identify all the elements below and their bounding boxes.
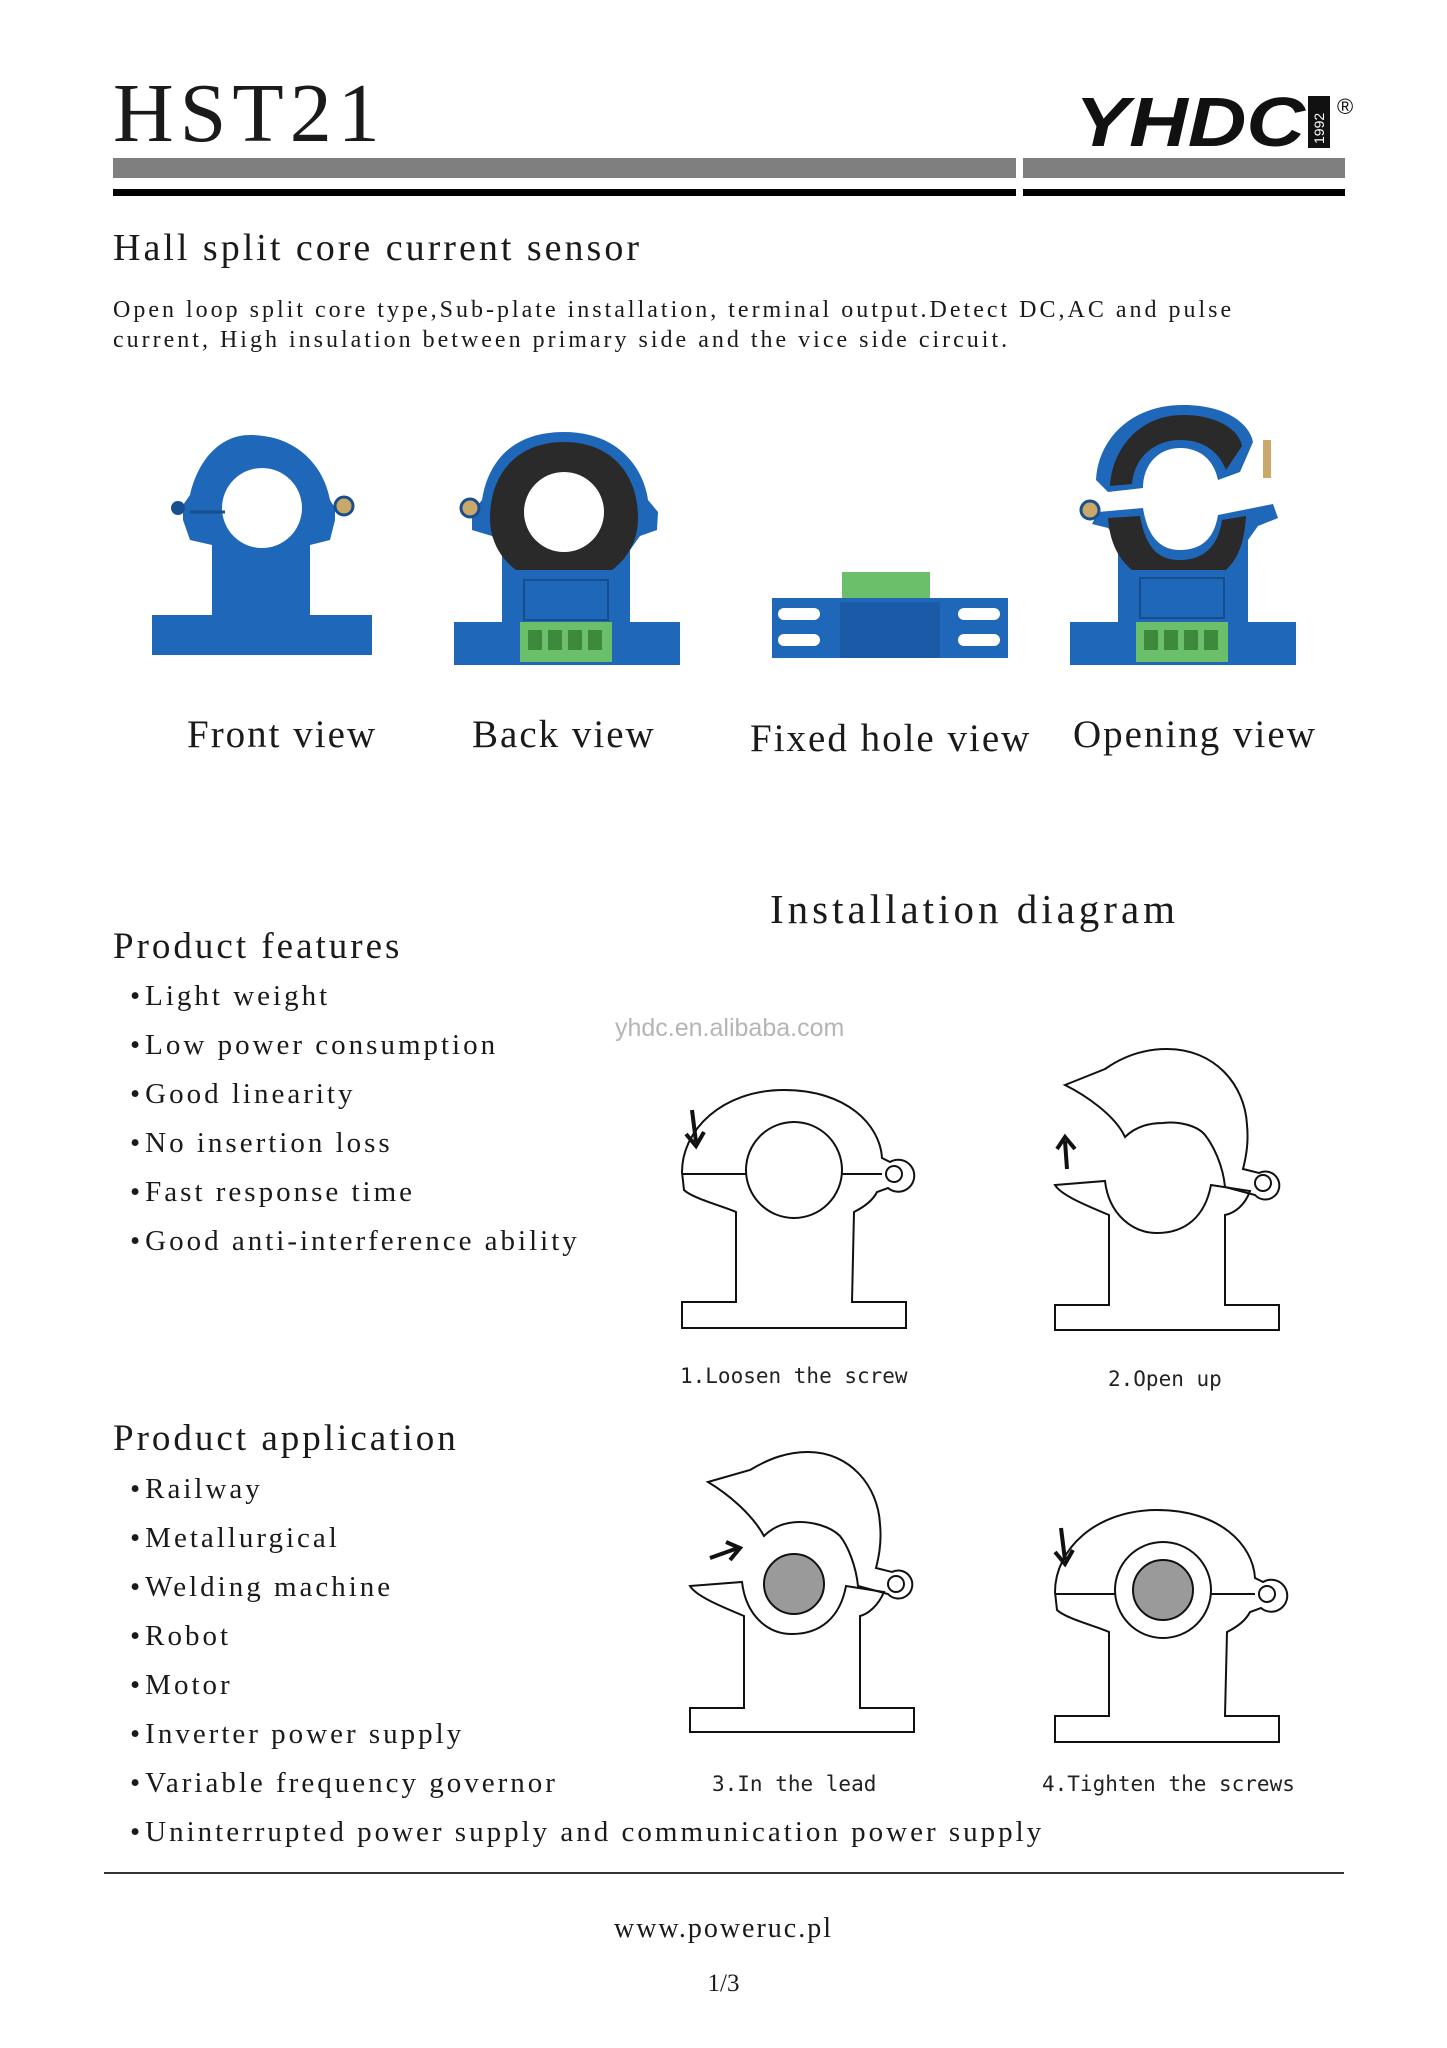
logo-text: YHDC: [1075, 88, 1307, 158]
opening-view-photo: [1070, 405, 1296, 665]
watermark: yhdc.en.alibaba.com: [615, 1014, 845, 1042]
product-description: Open loop split core type,Sub-plate inst…: [113, 295, 1343, 355]
description-line-1: Open loop split core type,Sub-plate inst…: [113, 297, 1235, 323]
features-title: Product features: [113, 926, 403, 967]
application-item: Robot: [130, 1620, 231, 1653]
fixed-hole-view-label: Fixed hole view: [750, 717, 1032, 760]
step-4-label: 4.Tighten the screws: [1042, 1772, 1295, 1796]
header-bar-black-left: [113, 189, 1016, 196]
header-bar-gray-left: [113, 158, 1016, 178]
feature-item: Good anti-interference ability: [130, 1225, 580, 1258]
feature-item: Good linearity: [130, 1078, 355, 1111]
application-title: Product application: [113, 1418, 459, 1459]
step-1-diagram: [680, 1088, 916, 1329]
application-item: Inverter power supply: [130, 1718, 464, 1751]
feature-item: Fast response time: [130, 1176, 415, 1209]
back-view-label: Back view: [472, 713, 656, 756]
step-2-diagram: [1053, 1047, 1281, 1331]
application-item: Uninterrupted power supply and communica…: [130, 1816, 1044, 1849]
step-3-label: 3.In the lead: [712, 1772, 877, 1796]
front-view-label: Front view: [187, 713, 378, 756]
header-bar-black-right: [1023, 189, 1345, 196]
page-number: 1/3: [707, 1970, 740, 1997]
application-item: Variable frequency governor: [130, 1767, 558, 1800]
yhdc-logo: YHDC 1992 ®: [1075, 88, 1353, 158]
feature-item: Low power consumption: [130, 1029, 498, 1062]
installation-title: Installation diagram: [770, 886, 1180, 932]
application-item: Welding machine: [130, 1571, 393, 1604]
step-4-diagram: [1053, 1508, 1289, 1743]
footer-website: www.poweruc.pl: [613, 1913, 834, 1944]
feature-item: Light weight: [130, 980, 330, 1013]
step-2-label: 2.Open up: [1108, 1367, 1222, 1391]
fixed-hole-view-photo: [772, 572, 1008, 658]
step-1-label: 1.Loosen the screw: [680, 1364, 908, 1388]
document-title: HST21: [113, 67, 386, 160]
step-3-diagram: [688, 1450, 915, 1733]
logo-year: 1992: [1311, 113, 1327, 144]
application-item: Metallurgical: [130, 1522, 340, 1555]
opening-view-label: Opening view: [1073, 713, 1317, 756]
back-view-photo: [454, 432, 680, 665]
front-view-photo: [152, 435, 372, 655]
feature-item: No insertion loss: [130, 1127, 393, 1160]
header-bar-gray-right: [1023, 158, 1345, 178]
product-subtitle: Hall split core current sensor: [113, 227, 642, 269]
footer-divider: [104, 1872, 1344, 1874]
application-item: Railway: [130, 1473, 263, 1506]
description-line-2: current, High insulation between primary…: [113, 327, 1011, 353]
registered-mark: ®: [1337, 94, 1353, 119]
application-item: Motor: [130, 1669, 233, 1702]
